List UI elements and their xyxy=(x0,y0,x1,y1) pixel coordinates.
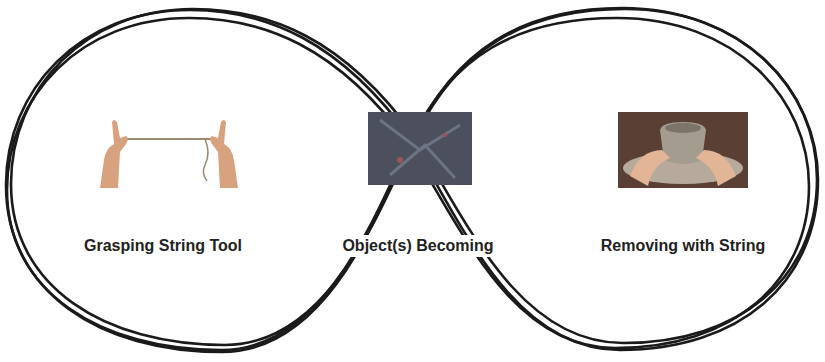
stage-label: Grasping String Tool xyxy=(80,235,246,257)
infinity-loops xyxy=(6,8,818,352)
stage-label: Object(s) Becoming xyxy=(338,235,497,257)
center-photo xyxy=(368,112,472,185)
pottery-wheel-picture xyxy=(618,112,748,188)
stage-label: Removing with String xyxy=(597,235,769,257)
string-hands-picture xyxy=(95,115,243,191)
